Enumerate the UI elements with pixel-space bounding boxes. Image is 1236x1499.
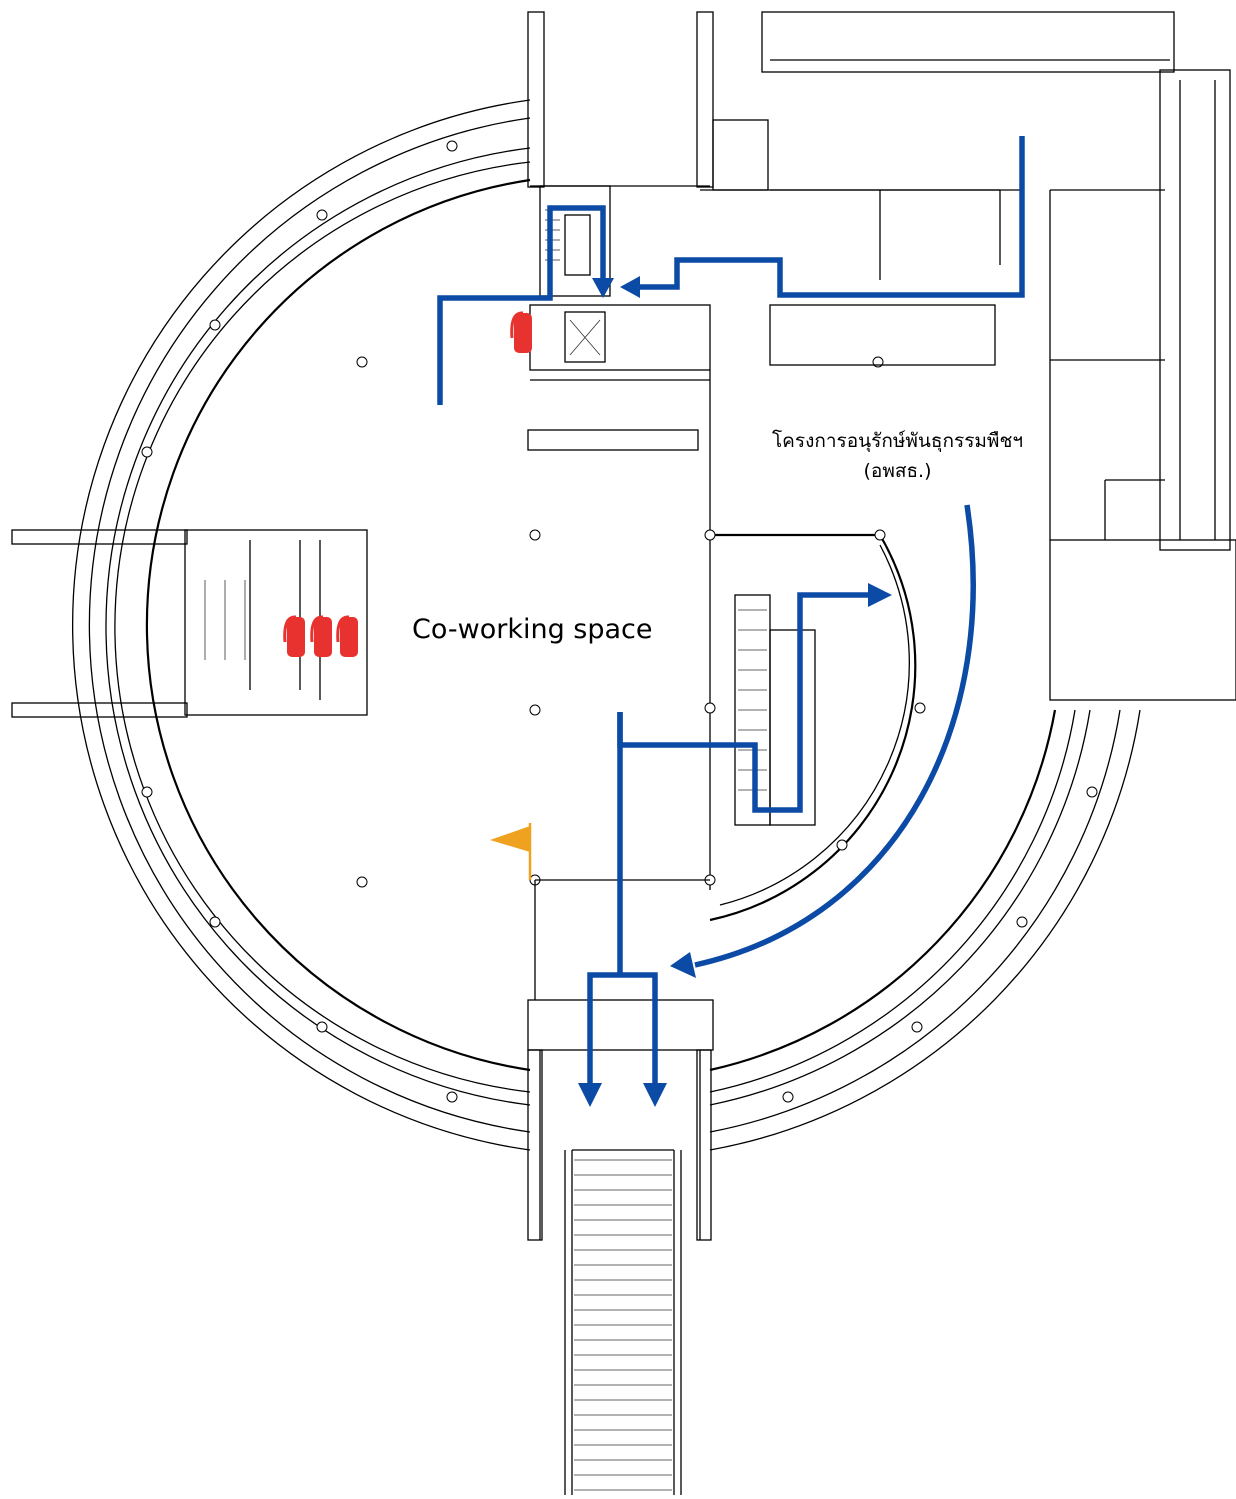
fire-extinguisher-icon (510, 311, 532, 353)
project-office-label-line2: (อพสธ.) (863, 460, 932, 482)
route-curve-east (694, 504, 976, 968)
project-office-label: โครงการอนุรักษ์พันธุกรรมพืชฯ (อพสธ.) (700, 426, 1095, 486)
coworking-space-label: Co-working space (412, 614, 653, 645)
east-building-walls (761, 11, 1236, 701)
stair-hall-walls (529, 529, 926, 1000)
route-east-corridor (640, 136, 1025, 298)
fire-extinguisher-icon (336, 615, 358, 657)
evacuation-arrow-icon (868, 583, 892, 607)
evacuation-arrow-icon (578, 1083, 602, 1107)
route-stair-up (617, 592, 870, 813)
evacuation-arrow-icon (620, 276, 640, 298)
route-exit-left (587, 972, 658, 1085)
circular-ring-walls (71, 99, 1141, 1151)
ring-columns (141, 140, 1098, 1103)
route-north-stair (437, 205, 606, 405)
evacuation-routes (437, 136, 1025, 1107)
fire-extinguisher-icon (283, 615, 305, 657)
evacuation-arrow-icon (592, 278, 614, 298)
assembly-point-flag-icon (490, 823, 532, 880)
evacuation-arrow-icon (670, 952, 696, 978)
fire-extinguisher-icon (310, 615, 332, 657)
entrance-walls (527, 999, 714, 1495)
project-office-label-line1: โครงการอนุรักษ์พันธุกรรมพืชฯ (771, 430, 1024, 452)
evacuation-arrow-icon (643, 1083, 667, 1107)
